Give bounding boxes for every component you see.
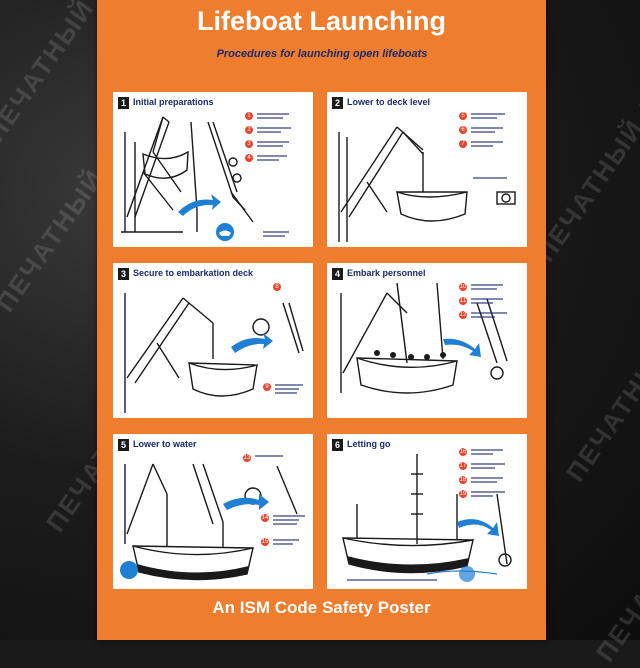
step-marker: 4 (245, 154, 253, 162)
step-marker: 8 (273, 283, 281, 291)
panel-number: 3 (118, 268, 129, 280)
step-marker: 19 (459, 490, 467, 498)
panel-lower-to-deck-level: 2 Lower to deck level 5 6 7 (327, 92, 527, 247)
instruction-lines (275, 384, 303, 394)
step-marker: 15 (261, 538, 269, 546)
instruction-lines (347, 449, 505, 581)
davit-illustration (121, 116, 254, 241)
step-marker: 17 (459, 462, 467, 470)
panel-initial-preparations: 1 Initial preparations (113, 92, 313, 247)
panel-heading: Lower to water (133, 439, 197, 449)
safety-poster: Lifeboat Launching Procedures for launch… (97, 0, 546, 640)
davit-illustration (124, 293, 304, 413)
step-marker: 5 (459, 112, 467, 120)
step-marker: 9 (263, 383, 271, 391)
step-marker: 3 (245, 140, 253, 148)
davit-illustration (338, 126, 516, 242)
step-marker: 2 (245, 126, 253, 134)
step-marker: 14 (261, 514, 269, 522)
panel-letting-go: 6 Letting go 16 17 18 19 (327, 434, 527, 589)
step-marker: 11 (459, 297, 467, 305)
step-marker: 13 (243, 454, 251, 462)
panel-number: 5 (118, 439, 129, 451)
instruction-lines (255, 455, 305, 545)
instruction-lines (471, 284, 507, 318)
instruction-lines (471, 113, 507, 179)
panel-number: 4 (332, 268, 343, 280)
step-marker: 12 (459, 311, 467, 319)
step-marker: 6 (459, 126, 467, 134)
panel-number: 6 (332, 439, 343, 451)
panel-heading: Lower to deck level (347, 97, 431, 107)
davit-illustration (340, 282, 508, 394)
panel-heading: Embark personnel (347, 268, 426, 278)
poster-subtitle: Procedures for launching open lifeboats (216, 48, 428, 60)
davit-illustration (120, 463, 298, 581)
panel-secure-to-embarkation-deck: 3 Secure to embarkation deck 8 9 (113, 263, 313, 418)
panel-heading: Secure to embarkation deck (133, 268, 254, 278)
step-marker: 7 (459, 140, 467, 148)
panel-heading: Letting go (347, 439, 391, 449)
boat-illustration (342, 454, 512, 582)
poster-title: Lifeboat Launching (197, 6, 446, 36)
step-marker: 10 (459, 283, 467, 291)
panel-heading: Initial preparations (133, 97, 214, 107)
instruction-lines (257, 113, 291, 237)
step-marker: 16 (459, 448, 467, 456)
step-marker: 18 (459, 476, 467, 484)
step-marker: 1 (245, 112, 253, 120)
panel-number: 1 (118, 97, 129, 109)
panel-embark-personnel: 4 Embark personnel 10 11 12 (327, 263, 527, 418)
panel-lower-to-water: 5 Lower to water 13 14 15 (113, 434, 313, 589)
panel-number: 2 (332, 97, 343, 109)
poster-footer: An ISM Code Safety Poster (212, 598, 431, 617)
